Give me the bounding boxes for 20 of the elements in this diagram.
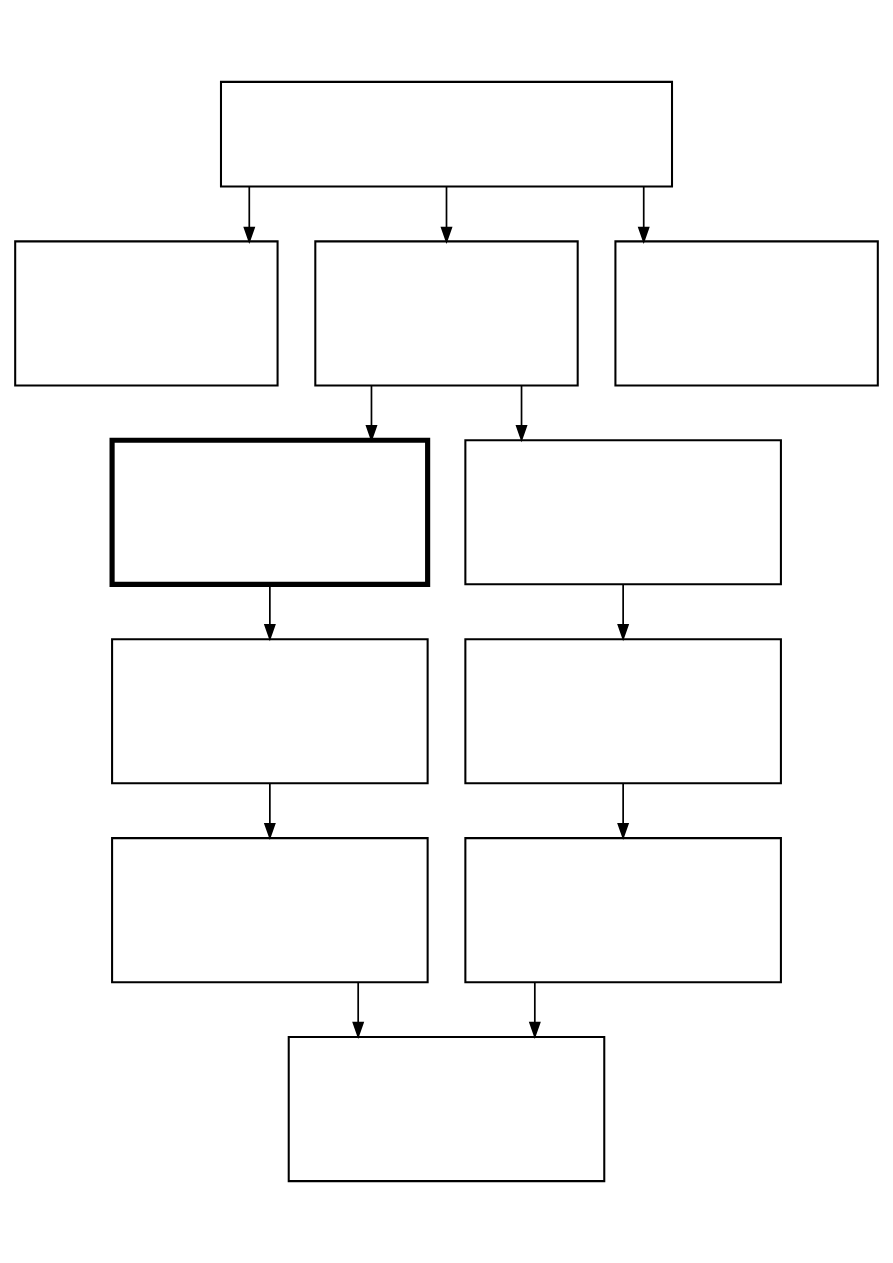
arrow (352, 981, 365, 1040)
arrow (243, 185, 256, 244)
node-box (464, 638, 782, 785)
arrow (528, 981, 541, 1040)
node-box (464, 439, 782, 586)
arrow (617, 583, 630, 642)
node-box (109, 437, 431, 587)
arrow (617, 782, 630, 841)
node-box (111, 638, 429, 785)
node-box (314, 240, 579, 387)
node-box (614, 240, 879, 387)
node-box (219, 80, 674, 188)
arrow (440, 185, 453, 244)
node-box (464, 837, 782, 984)
node-box (14, 240, 279, 387)
arrow (263, 782, 276, 841)
arrow (637, 185, 650, 244)
arrow (515, 384, 528, 443)
node-box (111, 837, 429, 984)
node-box (287, 1036, 606, 1183)
